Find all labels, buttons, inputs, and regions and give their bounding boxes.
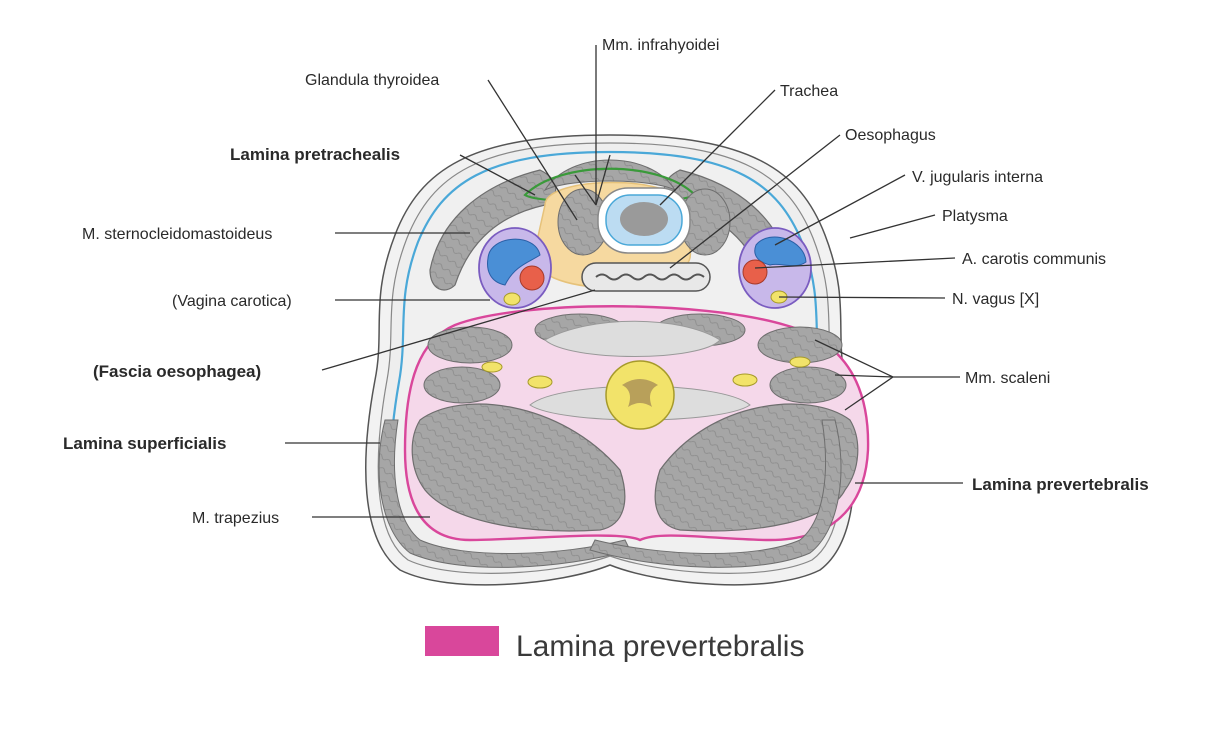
leader-trachea <box>659 89 776 206</box>
label-a-carotis-communis: A. carotis communis <box>962 251 1106 268</box>
vertebral-body <box>544 320 721 357</box>
label-mm-infrahyoidei: Mm. infrahyoidei <box>602 37 719 54</box>
legend-swatch <box>425 626 499 656</box>
nerve-root-4 <box>789 356 811 368</box>
carotid-artery-left <box>519 265 545 291</box>
legend-label: Lamina prevertebralis <box>516 630 804 663</box>
scalene-left-2 <box>423 366 501 404</box>
label-platysma: Platysma <box>942 208 1008 225</box>
jugular-vein-left <box>487 238 541 286</box>
oesophagus-lumen <box>595 273 705 281</box>
leader-a-carotis-communis <box>754 257 956 269</box>
leader-v-jugularis-interna <box>774 174 906 246</box>
vagus-nerve-left <box>503 292 521 306</box>
deep-muscles-left <box>411 403 626 532</box>
leader-oesophagus <box>669 134 841 269</box>
label-m-sternocleidomastoideus: M. sternocleidomastoideus <box>82 226 272 243</box>
carotid-artery-right <box>742 259 768 285</box>
trachea-core <box>620 202 668 236</box>
nerve-root-1 <box>481 361 503 373</box>
deep-muscles-right <box>654 403 859 532</box>
label-oesophagus: Oesophagus <box>845 127 936 144</box>
label-m-trapezius: M. trapezius <box>192 510 279 527</box>
label-n-vagus: N. vagus [X] <box>952 291 1039 308</box>
nerve-root-2 <box>527 375 553 389</box>
leader-glandula-thyroidea <box>487 79 578 221</box>
grey-matter <box>622 379 658 407</box>
label-vagina-carotica: (Vagina carotica) <box>172 293 292 310</box>
leader-platysma <box>849 214 936 239</box>
trapezius-right <box>589 419 842 568</box>
label-lamina-prevertebralis: Lamina prevertebralis <box>972 475 1149 494</box>
label-fascia-oesophagea: (Fascia oesophagea) <box>93 362 261 381</box>
label-v-jugularis-interna: V. jugularis interna <box>912 169 1043 186</box>
label-trachea: Trachea <box>780 83 838 100</box>
leader-fascia-oesophagea <box>321 289 596 371</box>
oesophagus <box>581 262 711 292</box>
leader-n-vagus <box>778 296 946 299</box>
leader-mm-infrahyoidei <box>574 45 611 206</box>
leader-mm-scaleni <box>814 339 960 411</box>
scalene-right-2 <box>769 366 847 404</box>
label-glandula-thyroidea: Glandula thyroidea <box>305 72 439 89</box>
label-lamina-pretrachealis: Lamina pretrachealis <box>230 145 400 164</box>
label-mm-scaleni: Mm. scaleni <box>965 370 1050 387</box>
scalene-left-1 <box>427 326 513 364</box>
nerve-root-3 <box>732 373 758 387</box>
label-lamina-superficialis: Lamina superficialis <box>63 434 226 453</box>
leader-lamina-pretrachealis <box>459 154 536 196</box>
